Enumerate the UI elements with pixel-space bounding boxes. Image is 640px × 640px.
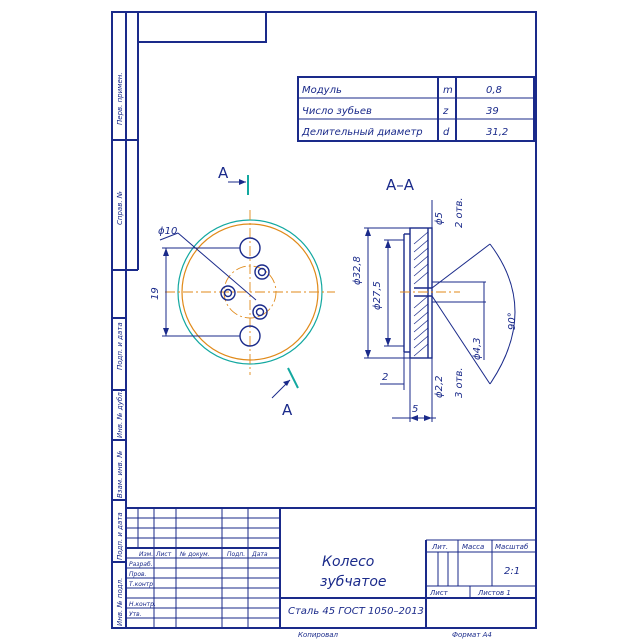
tb-header: Подп. bbox=[227, 551, 245, 558]
sheets-label: Листов 1 bbox=[477, 589, 511, 597]
section-title: А–А bbox=[386, 176, 415, 194]
tb-role: Пров. bbox=[129, 571, 147, 578]
param-symbol: d bbox=[443, 127, 450, 138]
dim-small-dia: ϕ4,3 bbox=[472, 338, 483, 361]
small-hole bbox=[220, 285, 236, 301]
col-scale: Масштаб bbox=[495, 543, 529, 551]
col-lit: Лит. bbox=[431, 543, 448, 551]
dim-left-step: 2 bbox=[382, 372, 388, 383]
scale-value: 2:1 bbox=[504, 566, 520, 577]
col-mass: Масса bbox=[462, 543, 484, 551]
tb-header: Изм. bbox=[139, 551, 153, 558]
dim-angle: 90° bbox=[507, 312, 518, 330]
param-symbol: m bbox=[443, 85, 453, 96]
param-name: Число зубьев bbox=[302, 105, 372, 117]
dim-width: 5 bbox=[412, 404, 418, 415]
dim-tiny-dia: ϕ2,2 bbox=[434, 376, 445, 399]
footer-format: Формат А4 bbox=[452, 631, 492, 639]
param-value: 39 bbox=[486, 106, 499, 117]
param-name: Модуль bbox=[302, 85, 342, 96]
sheet-label: Лист bbox=[429, 589, 449, 597]
side-label-3: Подп. и дата bbox=[116, 322, 124, 370]
dim-hub-dia: ϕ27,5 bbox=[372, 281, 383, 310]
side-label-6: Подп. и дата bbox=[116, 512, 124, 560]
side-label-5: Взам. инв. № bbox=[116, 450, 124, 498]
gear-front-view: ϕ10 19 bbox=[150, 210, 335, 375]
tb-role: Разраб. bbox=[129, 561, 153, 568]
section-markers: A A bbox=[218, 164, 299, 419]
side-label-7: Инв. № подл. bbox=[116, 578, 124, 626]
side-label-4: Инв. № дубл. bbox=[116, 390, 124, 438]
section-marker-bottom: A bbox=[282, 401, 293, 419]
top-stamp-box bbox=[137, 11, 267, 43]
tb-role: Утв. bbox=[129, 611, 142, 618]
tb-role: Н.контр. bbox=[129, 601, 156, 608]
small-hole bbox=[254, 264, 270, 280]
gear-parameter-table: Модуль m 0,8 Число зубьев z 39 Делительн… bbox=[297, 76, 535, 142]
dim-two-holes: 2 отв. bbox=[454, 197, 465, 228]
dim-outer-dia: ϕ32,8 bbox=[352, 256, 363, 285]
param-value: 0,8 bbox=[486, 85, 502, 96]
tb-role: Т.контр. bbox=[129, 581, 155, 588]
tb-header: № докум. bbox=[179, 551, 210, 558]
param-name: Делительный диаметр bbox=[301, 127, 423, 138]
dim-three-holes: 3 отв. bbox=[454, 367, 465, 398]
section-view: А–А 90° bbox=[352, 176, 518, 422]
dim-hole-dia: ϕ10 bbox=[158, 226, 177, 237]
tb-header: Лист bbox=[155, 551, 172, 558]
dim-hole-spacing: 19 bbox=[150, 287, 161, 300]
material: Сталь 45 ГОСТ 1050–2013 bbox=[288, 606, 424, 617]
section-marker-top: A bbox=[218, 164, 229, 182]
small-hole bbox=[252, 304, 268, 320]
dim-width-top: ϕ5 bbox=[434, 212, 445, 225]
tb-header: Дата bbox=[251, 551, 268, 558]
param-value: 31,2 bbox=[486, 127, 508, 138]
title-block: Изм. Лист № докум. Подп. Дата Разраб. Пр… bbox=[125, 507, 537, 629]
drawing-title-line2: зубчатое bbox=[320, 574, 387, 590]
side-label-2: Справ. № bbox=[116, 191, 124, 225]
param-symbol: z bbox=[442, 106, 449, 117]
drawing-title-line1: Колесо bbox=[322, 554, 374, 570]
side-label-1: Перв. примен. bbox=[116, 72, 124, 125]
footer-copied: Копировал bbox=[298, 631, 339, 639]
